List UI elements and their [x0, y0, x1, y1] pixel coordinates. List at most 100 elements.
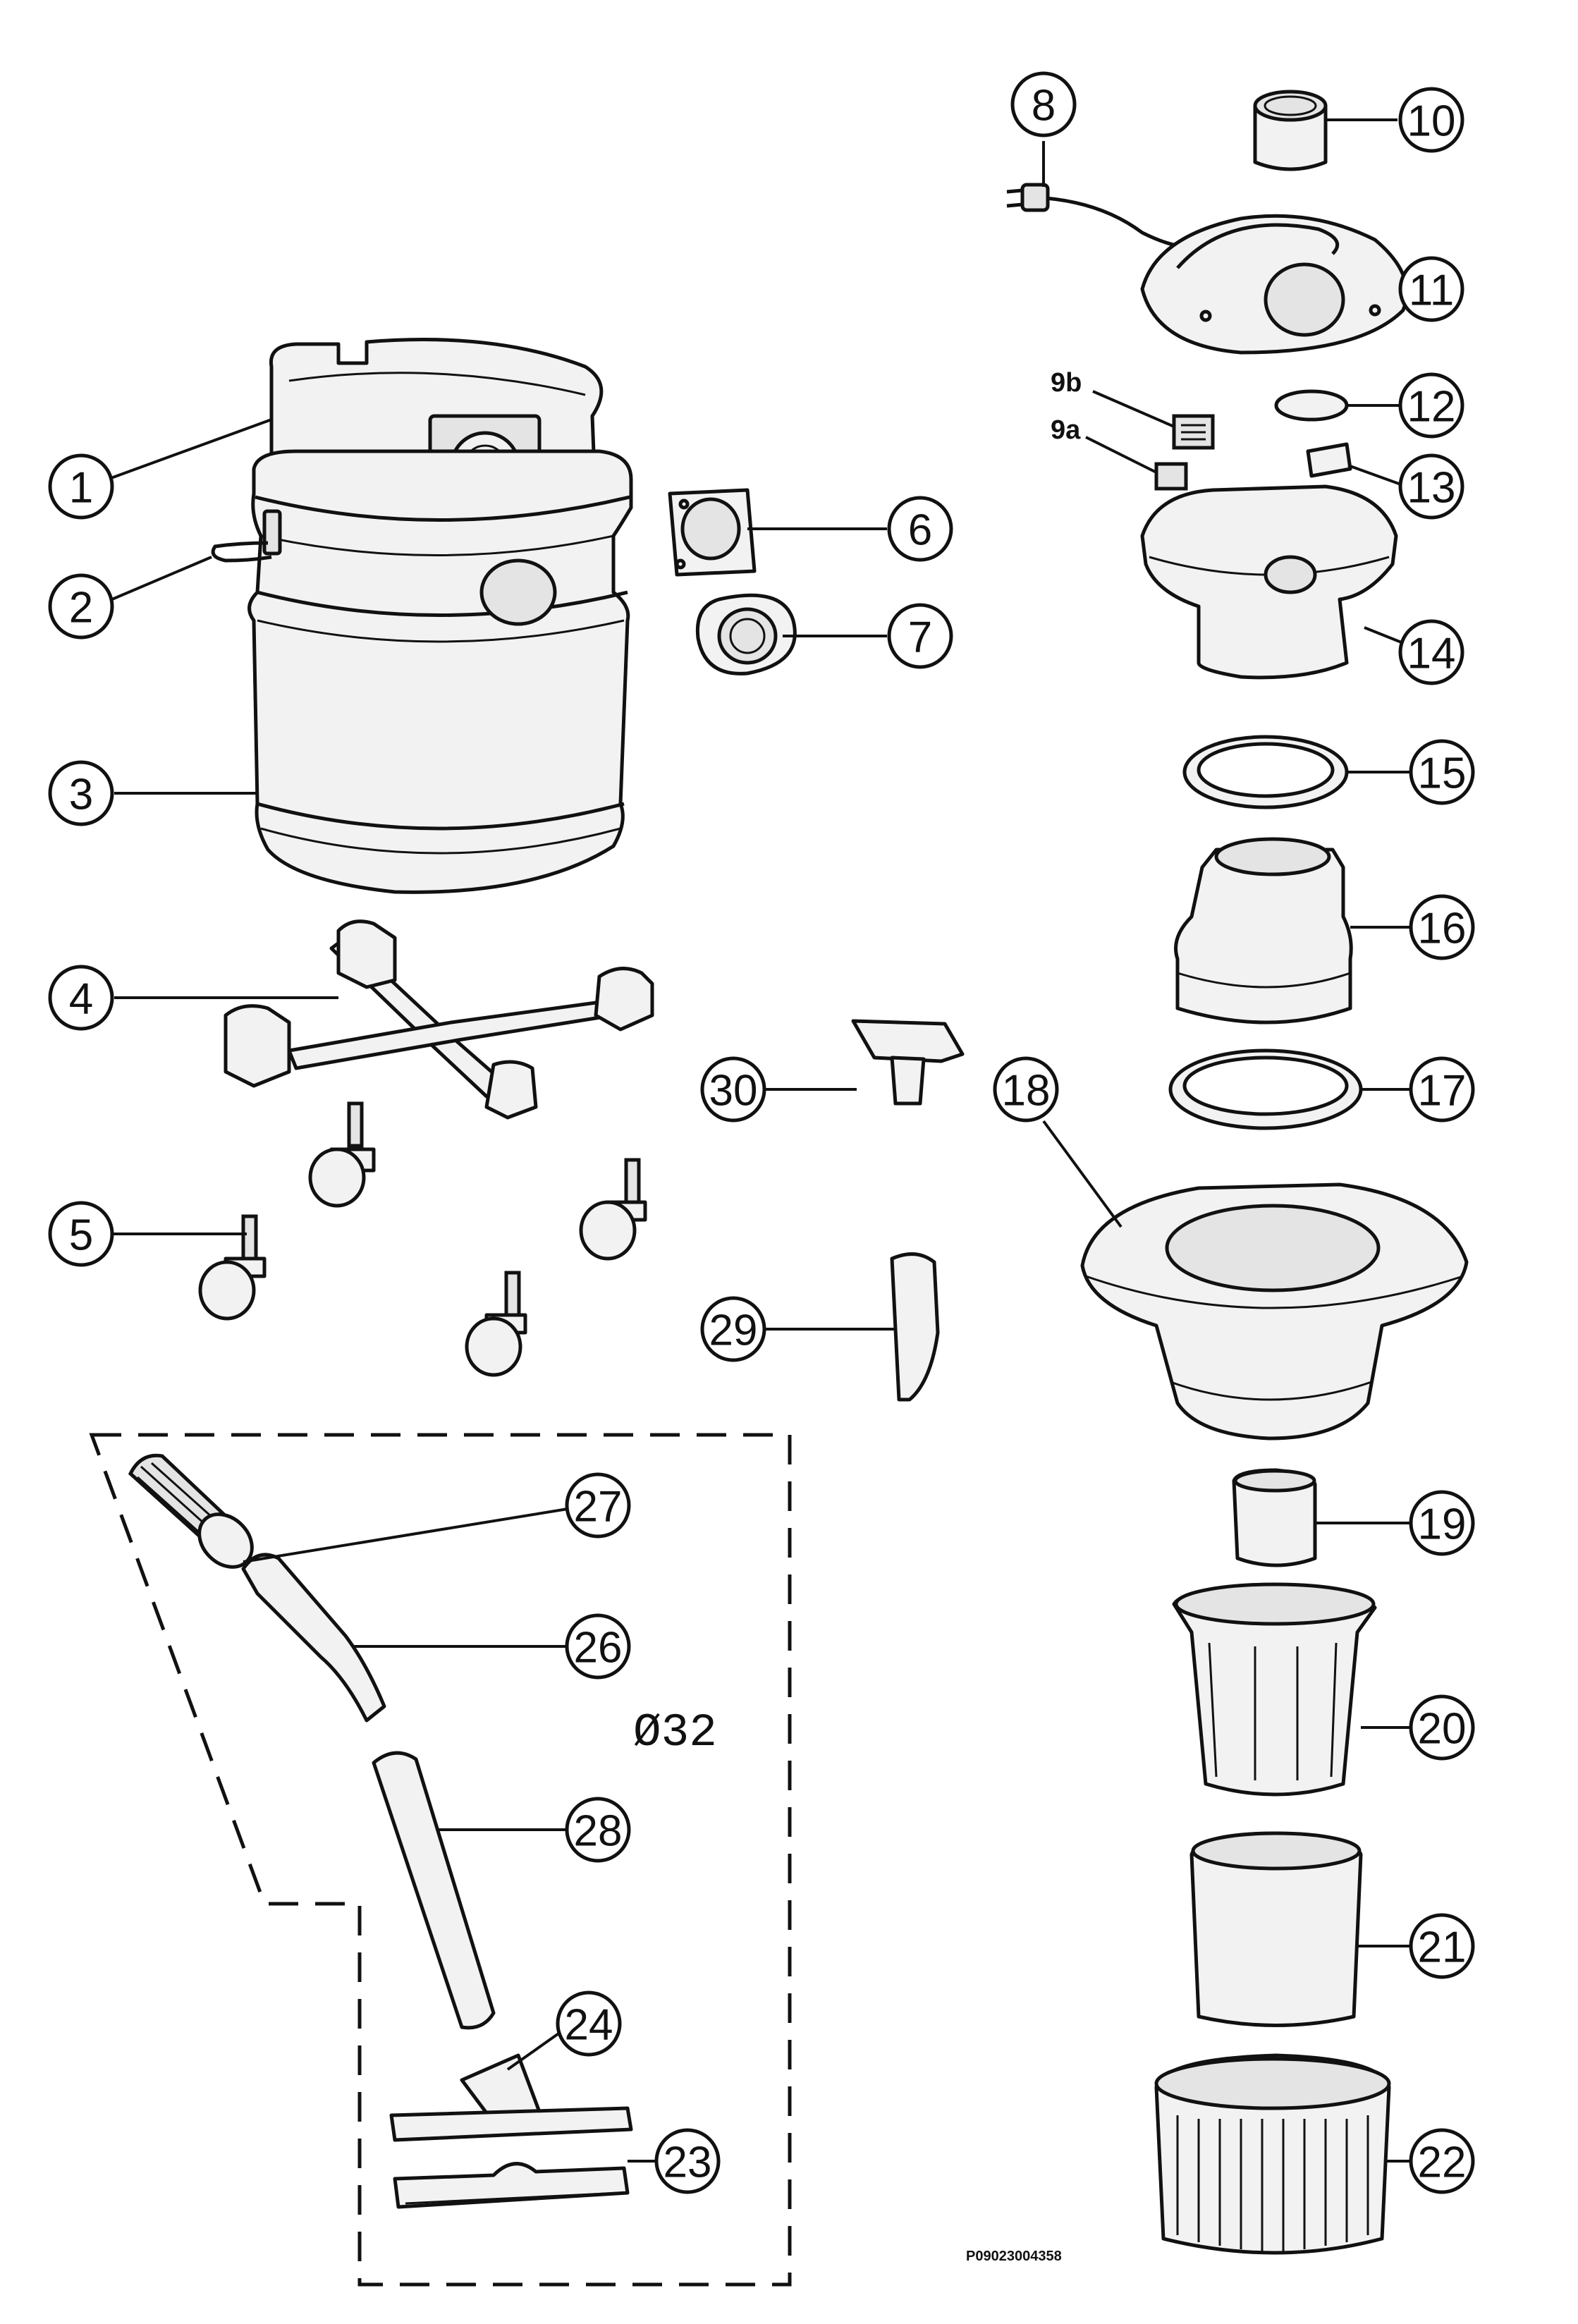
callout-circle [1398, 619, 1464, 685]
callout-circle [1398, 453, 1464, 520]
callout-23: 23 [654, 2128, 721, 2194]
callout-13: 13 [1398, 453, 1464, 520]
callout-number: 10 [1407, 97, 1456, 146]
part-float [1232, 1468, 1317, 1567]
callout-11: 11 [1398, 256, 1464, 322]
callout-circle [700, 1296, 766, 1362]
callout-circle [565, 1613, 631, 1680]
part-squeegee-insert [393, 2162, 630, 2209]
label-9a: 9a [1051, 415, 1081, 445]
callout-18: 18 [993, 1056, 1059, 1123]
callout-circle [48, 573, 114, 640]
callout-number: 8 [1032, 82, 1056, 130]
callout-5: 5 [48, 1201, 114, 1267]
callout-8: 8 [1010, 71, 1077, 137]
part-bent-tube [241, 1553, 386, 1723]
callout-circle [887, 496, 953, 562]
part-motor [1174, 837, 1353, 1025]
callout-circle [48, 453, 114, 520]
part-seal-17 [1168, 1048, 1363, 1130]
callout-number: 24 [565, 2001, 613, 2050]
callout-19: 19 [1409, 1490, 1475, 1556]
callout-circle [48, 1201, 114, 1267]
callout-number: 20 [1418, 1705, 1467, 1754]
callout-number: 14 [1407, 630, 1456, 678]
part-casters [198, 1101, 647, 1377]
callout-circle [1409, 1913, 1475, 1979]
callout-17: 17 [1409, 1056, 1475, 1123]
callout-circle [1398, 87, 1464, 153]
callout-6: 6 [887, 496, 953, 562]
callout-circle [48, 965, 114, 1031]
callout-circle [1409, 2128, 1475, 2194]
callout-circle [1010, 71, 1077, 137]
callout-number: 16 [1418, 905, 1467, 953]
part-base-frame [224, 919, 654, 1120]
callout-12: 12 [1398, 372, 1464, 439]
callout-14: 14 [1398, 619, 1464, 685]
part-terminal-block [1306, 442, 1352, 478]
callout-7: 7 [887, 603, 953, 669]
part-foam-disc [1274, 389, 1349, 422]
callout-circle [654, 2128, 721, 2194]
callout-27: 27 [565, 1472, 631, 1539]
callout-number: 15 [1418, 750, 1467, 798]
part-hook [211, 509, 282, 563]
part-inlet-coupling [695, 593, 797, 675]
callout-number: 26 [574, 1624, 623, 1672]
callout-4: 4 [48, 965, 114, 1031]
callout-3: 3 [48, 760, 114, 826]
callout-30: 30 [700, 1056, 766, 1123]
part-extension-tube [372, 1751, 496, 2030]
dimension-label: Ø32 [633, 1706, 717, 1759]
callout-16: 16 [1409, 894, 1475, 960]
callout-circle [565, 1472, 631, 1539]
callout-circle [1409, 1694, 1475, 1761]
callout-24: 24 [556, 1990, 622, 2057]
part-switch-9b [1172, 414, 1215, 450]
callout-20: 20 [1409, 1694, 1475, 1761]
part-crevice-tool [890, 1252, 940, 1402]
callout-10: 10 [1398, 87, 1464, 153]
callout-circle [887, 603, 953, 669]
callout-circle [993, 1056, 1059, 1123]
callout-circle [700, 1056, 766, 1123]
part-upholstery-nozzle [851, 1019, 965, 1106]
callout-number: 22 [1418, 2139, 1467, 2187]
callout-circle [556, 1990, 622, 2057]
part-floor-nozzle [389, 2053, 633, 2142]
part-cord-plug [1006, 183, 1207, 249]
callout-number: 7 [908, 613, 932, 662]
callout-28: 28 [565, 1797, 631, 1863]
part-drum [247, 449, 633, 894]
callout-number: 6 [908, 506, 932, 555]
callout-circle [1398, 372, 1464, 439]
callout-number: 23 [663, 2139, 712, 2187]
callout-number: 4 [69, 975, 93, 1024]
callout-circle [565, 1797, 631, 1863]
callout-number: 28 [574, 1807, 623, 1856]
callout-circle [48, 760, 114, 826]
callout-number: 30 [709, 1067, 758, 1115]
part-switch-9a [1154, 462, 1188, 491]
callout-number: 19 [1418, 1500, 1467, 1549]
part-seal-15 [1182, 735, 1349, 809]
callout-number: 27 [574, 1483, 623, 1531]
part-motor-cover [1140, 214, 1409, 355]
callout-29: 29 [700, 1296, 766, 1362]
callout-2: 2 [48, 573, 114, 640]
part-adapter [1253, 90, 1328, 171]
callout-22: 22 [1409, 2128, 1475, 2194]
part-inlet-gasket [668, 488, 757, 577]
callout-number: 2 [69, 584, 93, 632]
part-motor-housing [1140, 484, 1398, 680]
drawing-code: P09023004358 [966, 2249, 1062, 2264]
hose-kit-boundary [89, 1433, 792, 2287]
callout-number: 5 [69, 1211, 93, 1260]
callout-circle [1398, 256, 1464, 322]
callout-number: 11 [1409, 267, 1454, 315]
callout-number: 21 [1418, 1924, 1467, 1972]
